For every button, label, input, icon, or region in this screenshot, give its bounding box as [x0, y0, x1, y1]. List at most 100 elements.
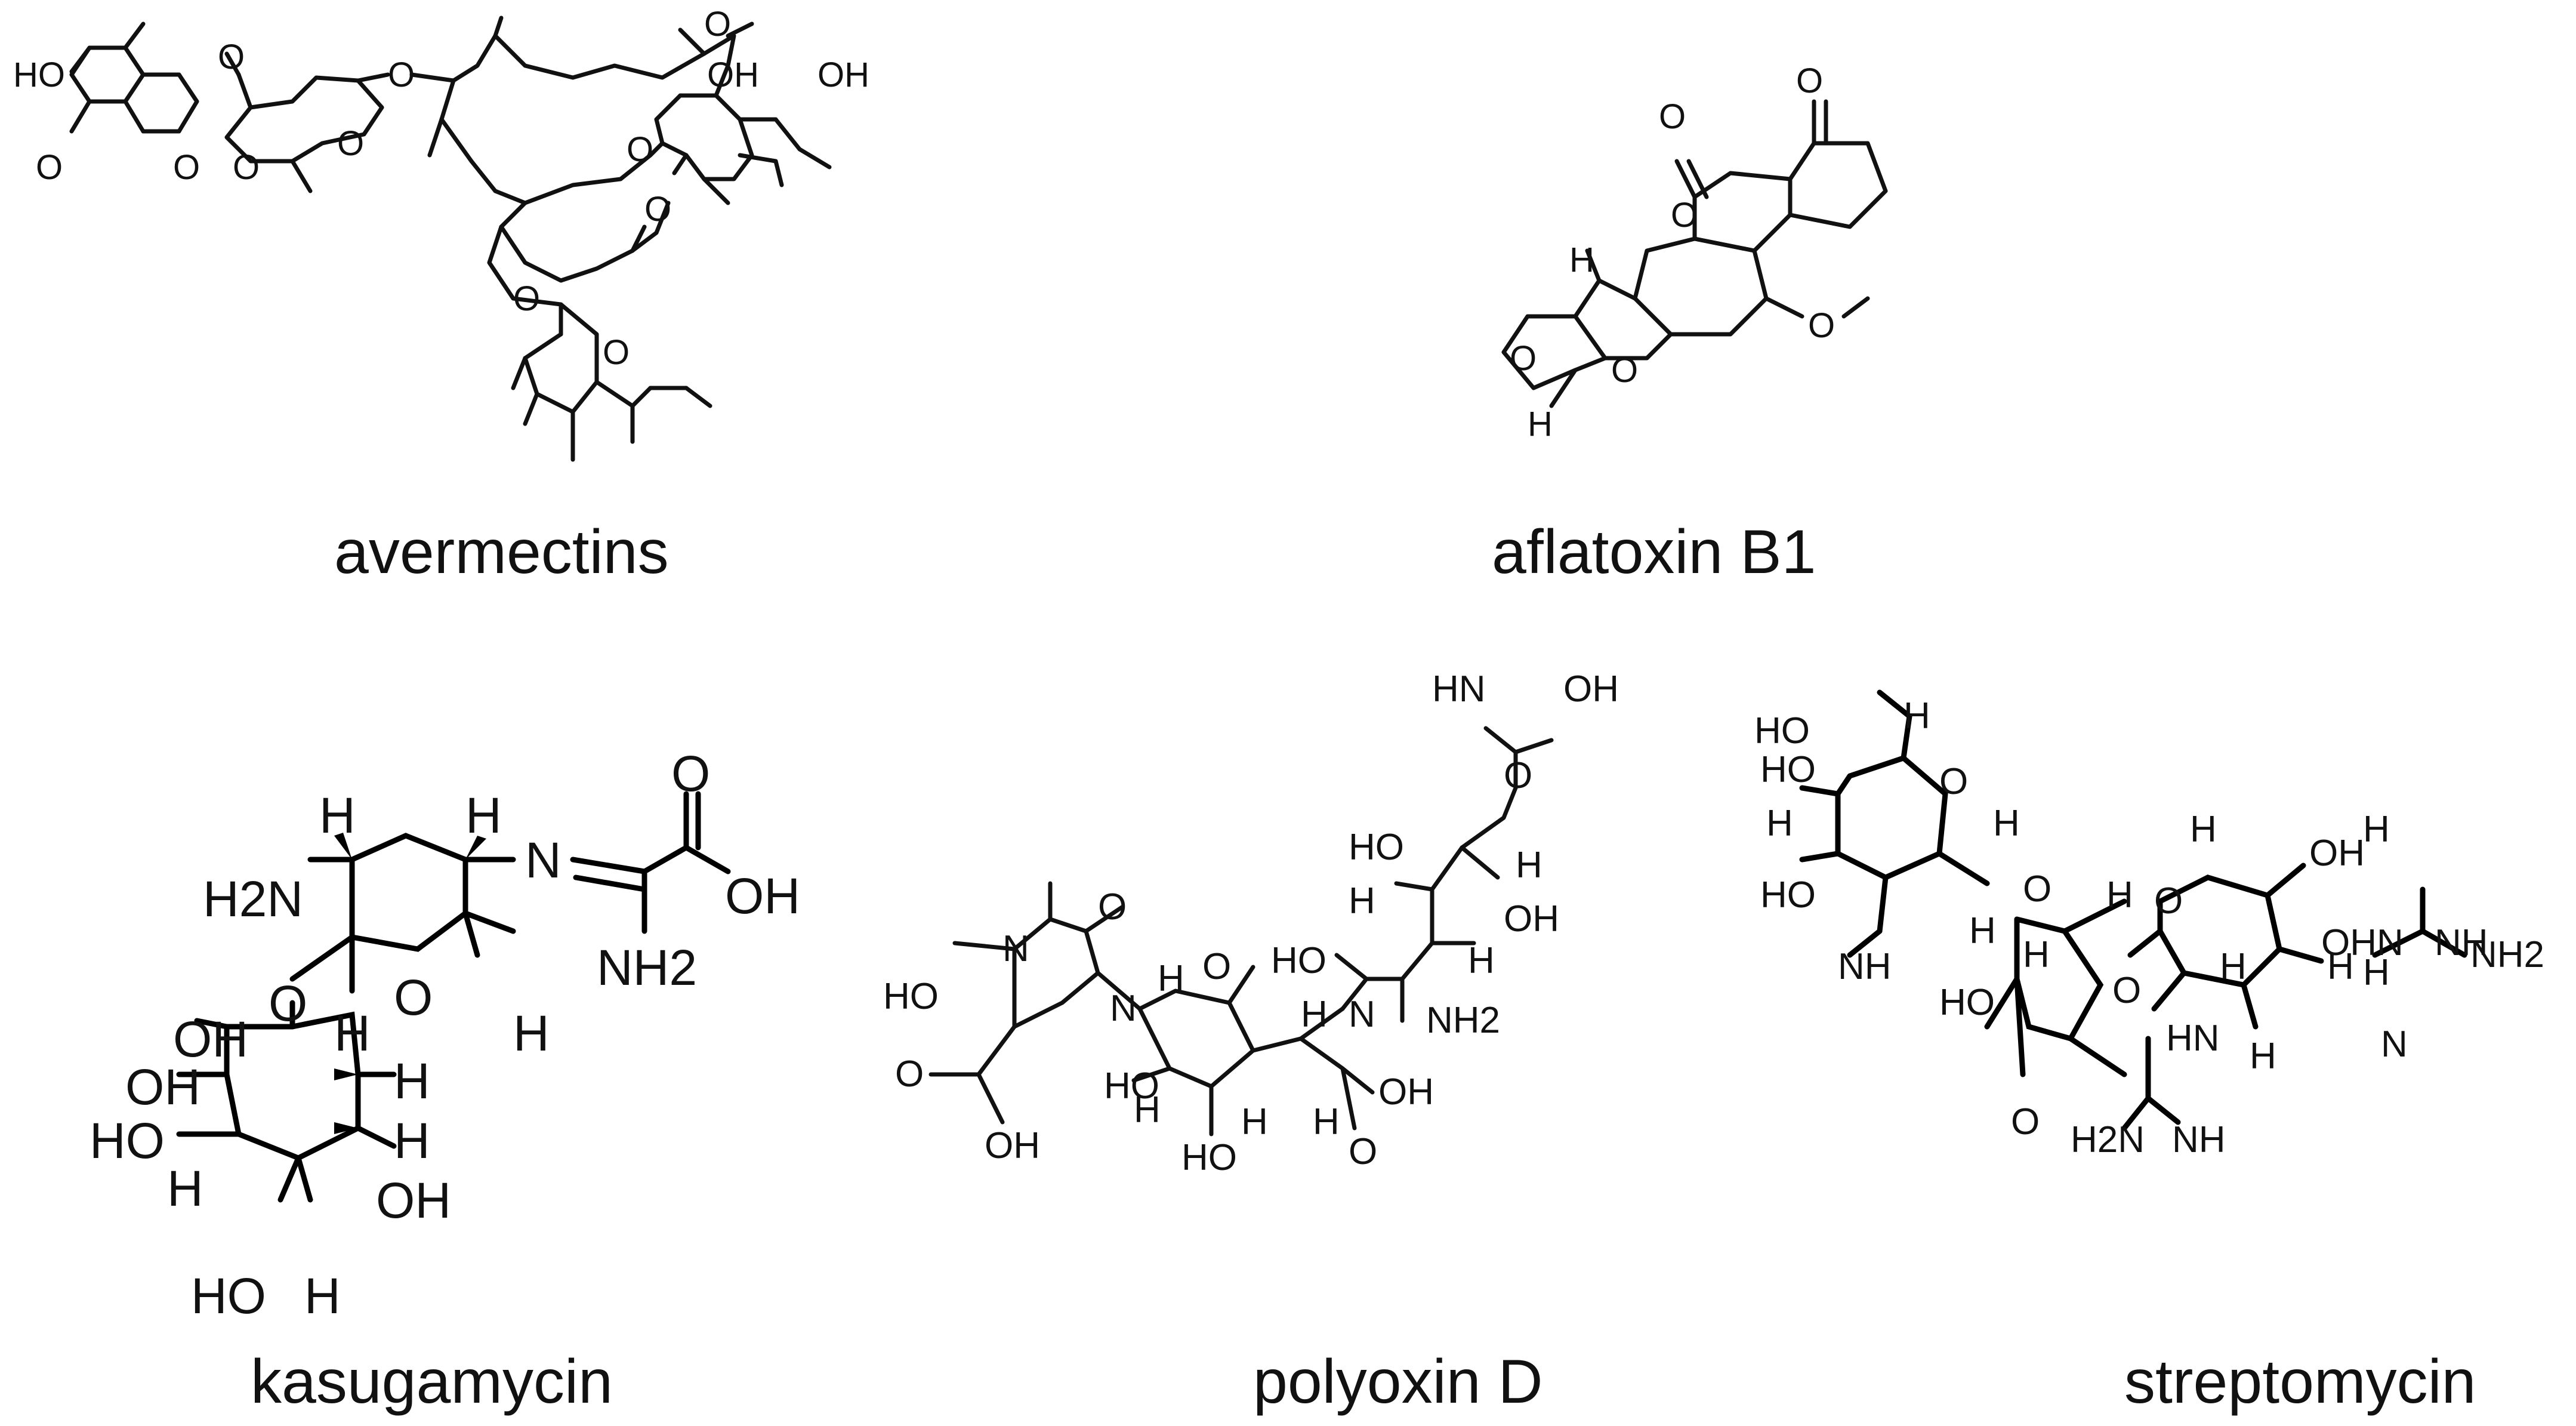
- atom-label: O: [1659, 97, 1686, 136]
- atom-label: O: [2023, 868, 2051, 910]
- atom-label: NH: [2435, 922, 2488, 963]
- atom-label: H: [167, 1160, 203, 1216]
- atom-label: HN: [2166, 1018, 2220, 1059]
- atom-label: O: [1098, 886, 1127, 928]
- atom-label: H: [2106, 874, 2133, 916]
- atom-label: O: [2154, 880, 2183, 922]
- atom-label: H: [1349, 880, 1375, 922]
- atom-label: O: [394, 969, 433, 1025]
- atom-label: O: [627, 130, 653, 169]
- atom-label: H: [2220, 946, 2247, 987]
- atom-label: H: [1528, 405, 1553, 443]
- atom-label: NH2: [2470, 934, 2544, 975]
- atom-label: OH: [1378, 1071, 1434, 1113]
- atom-label: HO: [1939, 982, 1995, 1023]
- atom-label: OH: [707, 56, 759, 94]
- atom-label: HO: [90, 1113, 165, 1169]
- structure-polyoxin-d: HN OH O HO H H OH O HO H N HO N H O H NH…: [883, 669, 1619, 1416]
- atom-label: H: [1134, 1089, 1161, 1131]
- atom-label: H: [465, 787, 502, 843]
- atom-label: O: [1504, 755, 1532, 796]
- structure-aflatoxin-b1: O O O H O O O H aflatoxin B1: [1492, 61, 1888, 587]
- atom-label: OH: [173, 1011, 248, 1067]
- atom-label: H: [2190, 809, 2217, 850]
- atom-label: H2N: [2071, 1119, 2145, 1160]
- atom-label: H: [2250, 1036, 2276, 1077]
- atom-label: NH: [2172, 1119, 2226, 1160]
- caption-polyoxin-d: polyoxin D: [1253, 1347, 1543, 1416]
- atom-label: OH: [2309, 833, 2365, 874]
- atom-label: O: [1202, 946, 1231, 987]
- atom-label: O: [36, 148, 63, 187]
- atom-label: O: [513, 279, 540, 318]
- atom-label: NH2: [597, 940, 697, 996]
- atom-label: HO: [191, 1268, 266, 1324]
- caption-kasugamycin: kasugamycin: [251, 1347, 613, 1416]
- atom-label: HO: [1271, 940, 1326, 981]
- atom-label: N: [1002, 928, 1029, 969]
- atom-label: OH: [125, 1059, 200, 1115]
- structure-kasugamycin: H H O OH H2N N NH2 O H O H OH H OH H HO …: [90, 746, 800, 1416]
- atom-label: H: [1569, 241, 1594, 279]
- atom-label: O: [644, 190, 671, 229]
- atom-label: H: [1904, 695, 1930, 737]
- structure-streptomycin: HO H HO O H H H H HO O H O OH HO NH H HO…: [1754, 689, 2544, 1416]
- atom-label: OH: [985, 1125, 1040, 1166]
- atom-label: O: [173, 148, 200, 187]
- atom-label: O: [2011, 1101, 2040, 1142]
- atom-label: H: [1969, 910, 1996, 951]
- atom-label: O: [269, 975, 307, 1031]
- atom-label: H: [1313, 1101, 1340, 1142]
- atom-label: O: [704, 5, 731, 44]
- atom-label: OH: [1563, 669, 1619, 710]
- atom-label: OH: [725, 868, 800, 924]
- caption-aflatoxin-b1: aflatoxin B1: [1492, 518, 1816, 587]
- atom-label: H: [1993, 803, 2020, 844]
- atom-label: N: [2381, 1024, 2408, 1065]
- atom-label: H: [2327, 946, 2354, 987]
- atom-label: O: [1808, 306, 1835, 345]
- atom-label: H: [334, 1005, 371, 1061]
- atom-label: OH: [817, 56, 869, 94]
- atom-label: N: [1110, 988, 1137, 1029]
- atom-label: H: [304, 1268, 341, 1324]
- atom-label: H: [1516, 845, 1542, 886]
- atom-label: H2N: [203, 871, 303, 927]
- atom-label: OH: [1504, 898, 1559, 940]
- atom-label: O: [2112, 970, 2141, 1011]
- atom-label: O: [388, 56, 415, 94]
- caption-avermectins: avermectins: [334, 518, 669, 587]
- atom-label: O: [1611, 351, 1638, 390]
- atom-label: H: [319, 787, 356, 843]
- atom-label: H: [1158, 958, 1184, 999]
- atom-label: HO: [1760, 874, 1816, 916]
- atom-label: OHN: [2321, 922, 2404, 963]
- atom-label: H: [2023, 934, 2050, 975]
- atom-label: O: [671, 746, 710, 802]
- atom-label: O: [1671, 196, 1698, 235]
- atom-label: H: [394, 1113, 430, 1169]
- atom-label: HO: [1181, 1137, 1237, 1178]
- atom-label: O: [1796, 61, 1823, 100]
- atom-label: NH: [1838, 946, 1892, 987]
- atom-label: O: [1939, 761, 1968, 802]
- atom-label: O: [1510, 339, 1537, 378]
- atom-label: O: [337, 124, 364, 163]
- atom-label: O: [218, 38, 245, 76]
- atom-label: H: [513, 1005, 550, 1061]
- atom-label: H: [2363, 809, 2390, 850]
- atom-label: O: [895, 1054, 924, 1095]
- atom-label: OH: [376, 1172, 451, 1228]
- atom-label: O: [603, 333, 630, 372]
- caption-streptomycin: streptomycin: [2124, 1347, 2476, 1416]
- atom-label: NH2: [1426, 1000, 1500, 1041]
- atom-label: HO: [1104, 1065, 1159, 1107]
- atom-label: H: [1241, 1101, 1268, 1142]
- atom-label: O: [233, 148, 260, 187]
- atom-label: N: [525, 832, 562, 888]
- atom-label: H: [1766, 803, 1793, 844]
- atom-label: O: [1349, 1131, 1377, 1172]
- atom-label: H: [394, 1053, 430, 1109]
- atom-label: H: [1468, 940, 1495, 981]
- atom-label: H: [2363, 952, 2390, 993]
